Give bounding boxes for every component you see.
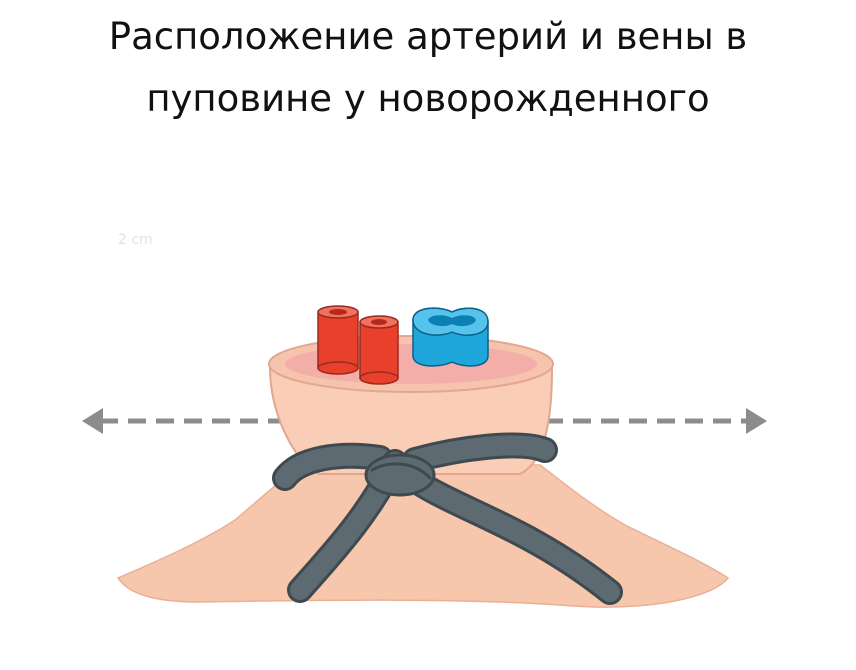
- artery-left: [317, 305, 359, 375]
- arrow-left-head: [82, 408, 103, 434]
- artery-right: [359, 315, 399, 385]
- umbilical-vein: [412, 307, 489, 367]
- title-line-1: Расположение артерий и вены в: [108, 15, 748, 58]
- arrow-right-head: [746, 408, 767, 434]
- cord-tie-knot: [272, 432, 623, 605]
- title-line-2: пуповине у новорожденного: [146, 77, 710, 120]
- diagram-title: Расположение артерий и вены в пуповине у…: [0, 6, 856, 130]
- faint-scale-label: 2 cm: [118, 232, 153, 248]
